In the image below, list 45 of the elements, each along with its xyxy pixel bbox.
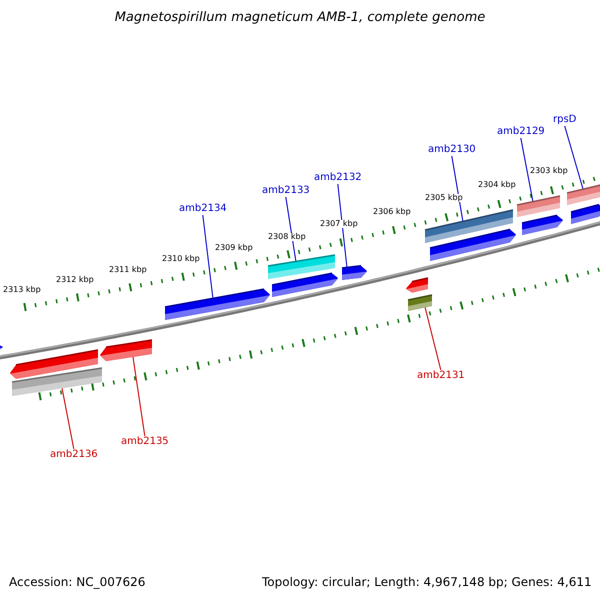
- gene-bar: [268, 254, 336, 279]
- gene-bar: [272, 272, 338, 297]
- scale-label: 2305 kbp: [425, 194, 463, 202]
- gene-bar: [430, 228, 516, 261]
- scale-label: 2304 kbp: [478, 181, 516, 189]
- gene-bar: [406, 277, 428, 293]
- gene-bar: [100, 339, 152, 362]
- footer-text: Accession: NC_007626: [9, 576, 146, 588]
- scale-label: 2311 kbp: [109, 266, 147, 274]
- scale-label: 2310 kbp: [162, 255, 200, 263]
- diagram-title: Magnetospirillum magneticum AMB-1, complete genome: [114, 11, 486, 24]
- footer-text: Topology: circular; Length: 4,967,148 bp; Genes: 4,611: [262, 576, 591, 588]
- scale-label: 2313 kbp: [3, 286, 41, 294]
- gene-bar: [570, 204, 600, 224]
- leader-line: [520, 138, 534, 202]
- scale-label: 2303 kbp: [530, 167, 568, 175]
- gene-bar: [342, 264, 367, 280]
- gene-label: amb2133: [262, 186, 310, 196]
- gene-label: amb2130: [428, 145, 476, 155]
- gene-bar: [0, 344, 3, 352]
- leader-line: [285, 196, 296, 262]
- gene-label: amb2131: [417, 371, 465, 381]
- gene-bar: [566, 183, 600, 205]
- scale-label: 2309 kbp: [215, 244, 253, 252]
- gene-bar: [164, 288, 270, 320]
- gene-label: amb2134: [179, 204, 227, 214]
- gene-bar: [408, 294, 432, 311]
- leader-line: [564, 126, 584, 190]
- gene-bar: [522, 214, 563, 235]
- gene-bar: [516, 195, 560, 217]
- leader-line: [424, 306, 442, 370]
- scale-label: 2312 kbp: [56, 276, 94, 284]
- leader-line: [202, 214, 214, 300]
- leader-line: [132, 356, 146, 436]
- gene-bar: [12, 367, 102, 396]
- gene-label: amb2132: [314, 173, 362, 183]
- leader-line: [62, 388, 74, 450]
- gene-label: amb2135: [121, 437, 169, 447]
- gene-label: amb2136: [50, 450, 98, 460]
- gene-label: amb2129: [497, 127, 545, 137]
- leader-line: [337, 184, 348, 268]
- scale-label: 2307 kbp: [320, 220, 358, 228]
- scale-label: 2308 kbp: [268, 233, 306, 241]
- gene-label: rpsD: [553, 115, 576, 125]
- scale-label: 2306 kbp: [373, 208, 411, 216]
